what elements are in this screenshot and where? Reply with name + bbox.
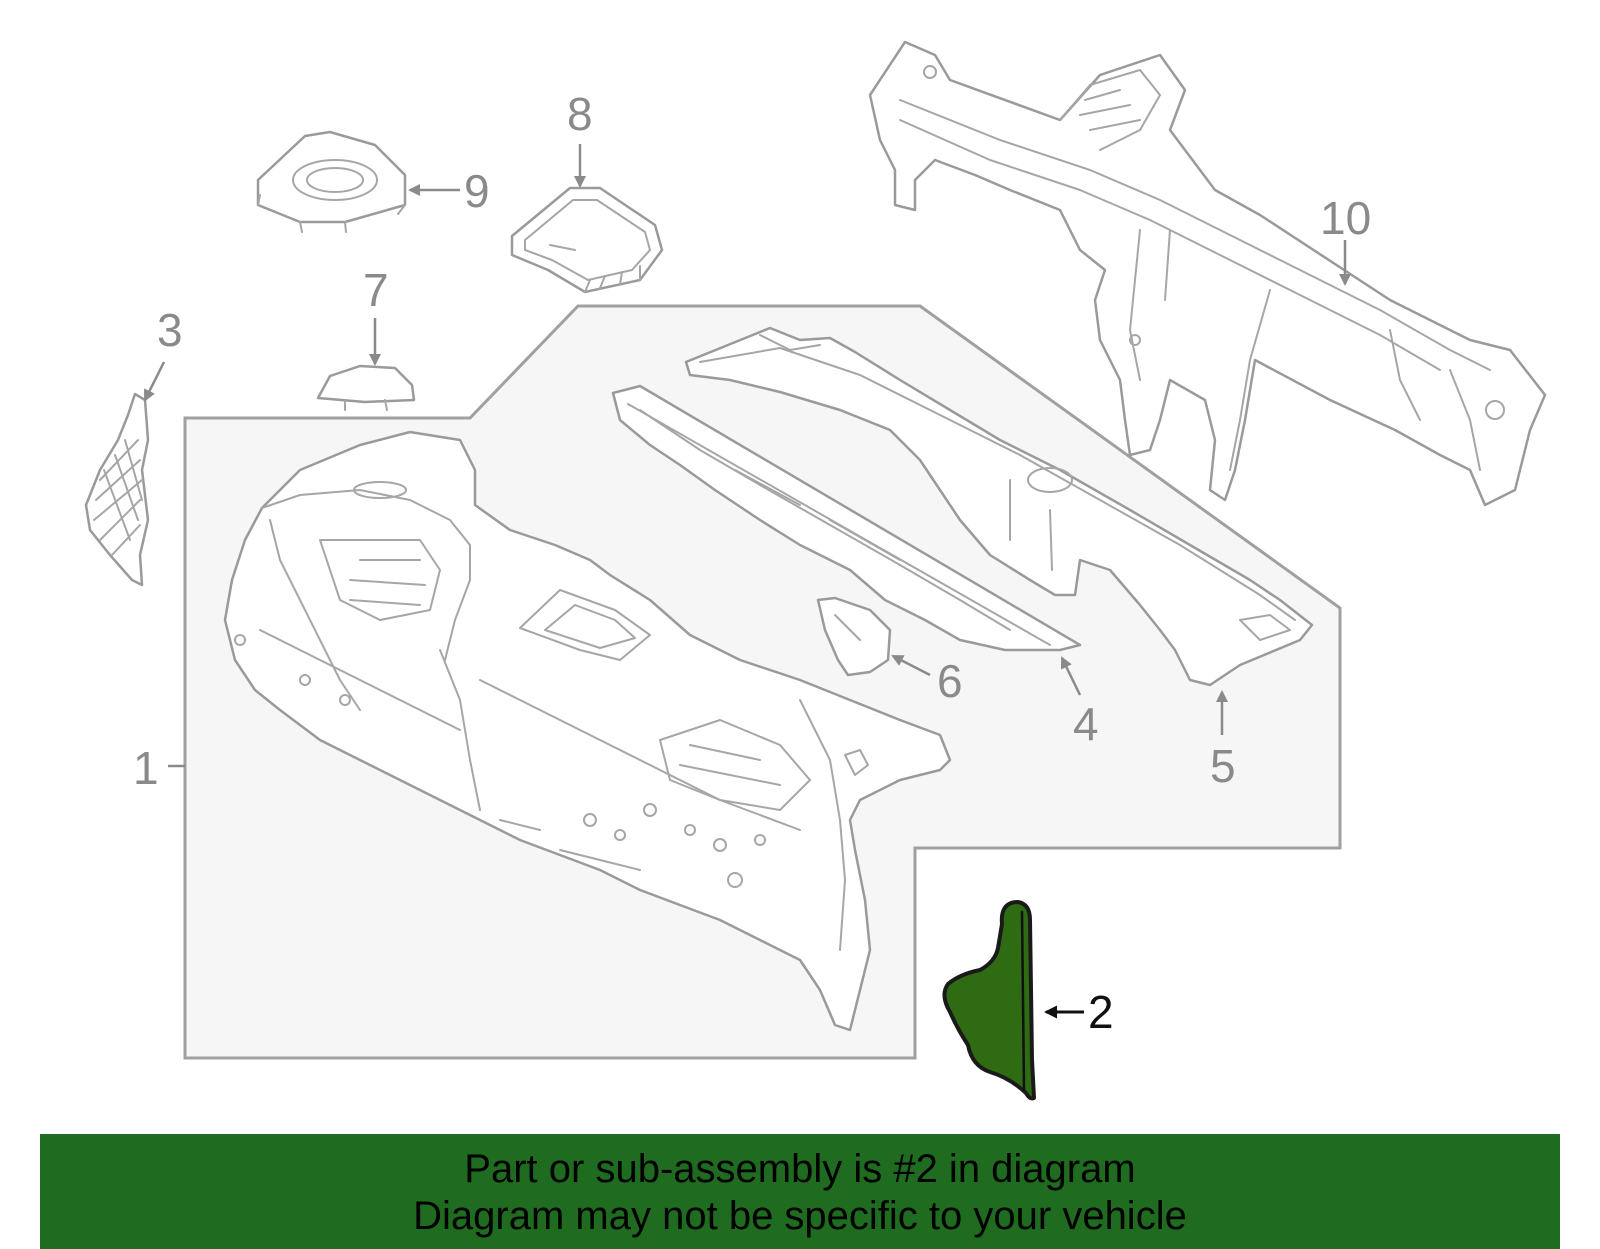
leader-6	[891, 654, 931, 677]
part-9-cover	[256, 130, 407, 233]
parts-diagram: 1 2 3 4 5 6 7 8 9 10	[84, 40, 1547, 1101]
part-4-defroster-duct	[611, 384, 1082, 652]
part-7-cap	[316, 364, 416, 411]
part-2-highlighted	[942, 900, 1036, 1101]
banner-line-2: Diagram may not be specific to your vehi…	[413, 1193, 1187, 1238]
banner-line-1: Part or sub-assembly is #2 in diagram	[464, 1146, 1136, 1191]
part-8-panel	[510, 186, 664, 294]
part-1-instrument-panel	[223, 430, 952, 1032]
callout-7: 7	[363, 264, 389, 316]
part-10-crossmember	[868, 40, 1547, 507]
part-3-side-trim	[84, 392, 150, 587]
leader-3	[143, 361, 166, 402]
callout-1: 1	[133, 742, 159, 794]
part-5-cowl-panel	[684, 326, 1314, 687]
info-banner: Part or sub-assembly is #2 in diagram Di…	[40, 1134, 1560, 1249]
callout-9: 9	[464, 165, 490, 217]
callout-10: 10	[1320, 192, 1371, 244]
part-2-shape	[942, 900, 1036, 1101]
callout-3: 3	[157, 304, 183, 356]
part-6-trim-piece	[816, 596, 892, 677]
callout-8: 8	[567, 88, 593, 140]
leader-4	[1060, 656, 1082, 696]
callout-2: 2	[1088, 986, 1114, 1038]
callout-5: 5	[1210, 740, 1236, 792]
callout-4: 4	[1073, 698, 1099, 750]
callout-6: 6	[937, 655, 963, 707]
